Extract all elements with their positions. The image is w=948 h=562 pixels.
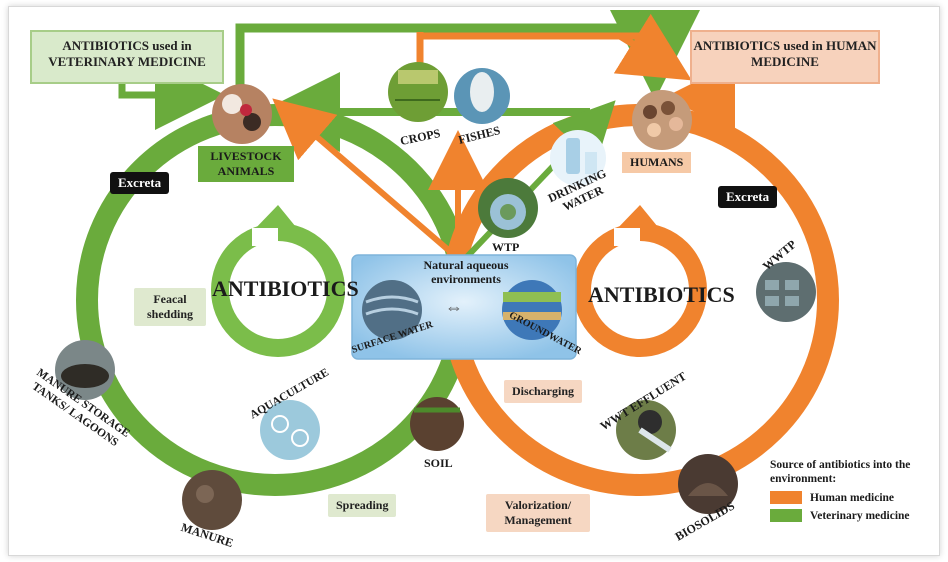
spreading-tag: Spreading bbox=[328, 494, 397, 517]
title-right-box: ANTIBIOTICS used in HUMAN MEDICINE bbox=[690, 30, 880, 84]
fishes-photo bbox=[454, 68, 510, 124]
aquaculture-photo bbox=[260, 400, 320, 460]
biosolids-photo bbox=[678, 454, 738, 514]
antibiotics-left-label: ANTIBIOTICS bbox=[212, 276, 359, 301]
discharging-tag: Discharging bbox=[504, 380, 583, 403]
soil-photo bbox=[410, 397, 464, 451]
livestock-photo bbox=[212, 84, 272, 144]
valorization-tag: Valorization/ Management bbox=[486, 494, 590, 532]
crops-photo bbox=[388, 62, 448, 122]
antibiotics-right-label: ANTIBIOTICS bbox=[588, 282, 735, 307]
soil-label: SOIL bbox=[424, 456, 453, 470]
svg-text:⇔: ⇔ bbox=[445, 297, 463, 317]
legend-title: Source of antibiotics into the environme… bbox=[770, 459, 911, 485]
legend-item-veterinary: Veterinary medicine bbox=[770, 509, 942, 522]
humans-photo bbox=[632, 90, 692, 150]
drinking-water-photo bbox=[550, 130, 606, 186]
title-left-box: ANTIBIOTICS used in VETERINARY MEDICINE bbox=[30, 30, 224, 84]
wtp-photo bbox=[478, 178, 538, 238]
wtp-label: WTP bbox=[492, 240, 520, 254]
fecal-shedding-tag: Feacal shedding bbox=[134, 288, 206, 326]
excreta-right-tag: Excreta bbox=[718, 186, 778, 208]
manure-storage-photo bbox=[55, 340, 115, 400]
legend: Source of antibiotics into the environme… bbox=[770, 458, 942, 522]
legend-swatch-veterinary bbox=[770, 509, 802, 522]
legend-item-human: Human medicine bbox=[770, 491, 942, 504]
groundwater-photo bbox=[502, 280, 562, 340]
surface-water-photo bbox=[362, 280, 422, 340]
manure-photo bbox=[182, 470, 242, 530]
aqueous-heading: Natural aqueous environments bbox=[423, 258, 509, 286]
excreta-left-tag: Excreta bbox=[110, 172, 170, 194]
livestock-label: LIVESTOCK ANIMALS bbox=[198, 146, 294, 182]
legend-swatch-human bbox=[770, 491, 802, 504]
humans-label: HUMANS bbox=[622, 152, 692, 173]
wwtp-photo bbox=[756, 262, 816, 322]
wwt-effluent-photo bbox=[616, 400, 676, 460]
